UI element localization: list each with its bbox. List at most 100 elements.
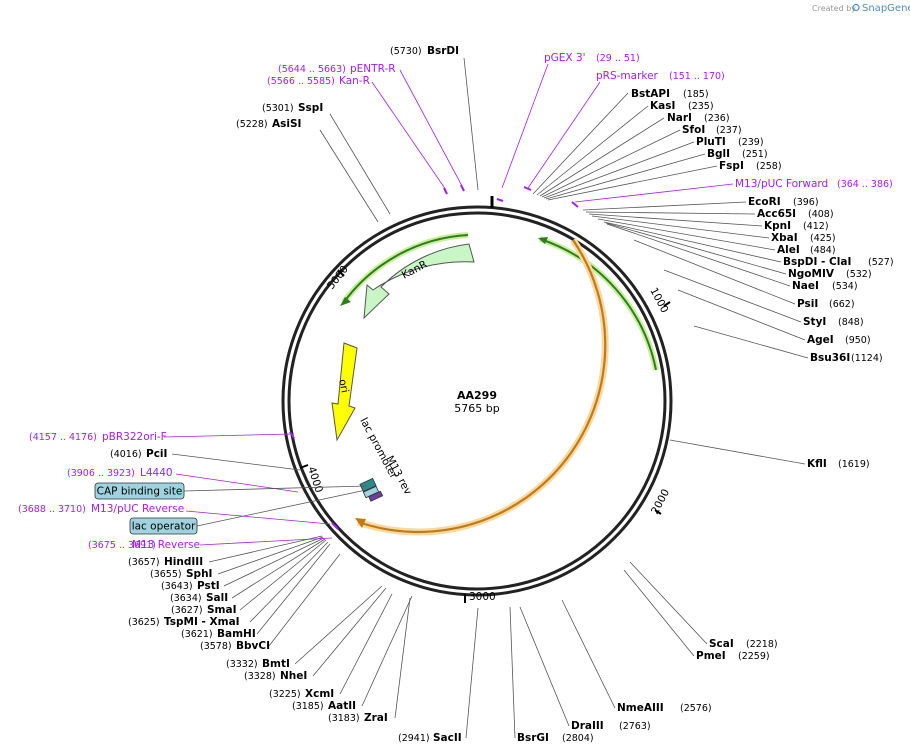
enzyme-site[interactable]: (3183)ZraI (328, 712, 388, 724)
primer-mark-pgex (496, 198, 504, 202)
ori-feature-arrow[interactable] (331, 342, 358, 442)
primer-leader-0 (399, 69, 463, 187)
enzyme-site[interactable]: (532)NgoMIV (788, 268, 872, 280)
enzyme-site[interactable]: (237)SfoI (682, 124, 742, 136)
enzyme-leader-19 (663, 269, 802, 323)
enzyme-name: NheI (280, 670, 307, 682)
primer-mark-pentr-r (443, 187, 448, 195)
enzyme-site[interactable]: (412)KpnI (764, 220, 829, 232)
primer-range: (3675 .. 3691) (88, 540, 156, 551)
enzyme-leader-27 (509, 606, 516, 739)
enzyme-name: EcoRI (748, 196, 781, 208)
enzyme-site[interactable]: (3185)AatII (292, 700, 356, 712)
primer-site[interactable]: (4157 .. 4176)pBR322ori-F (29, 431, 167, 443)
primer-site[interactable]: (5566 .. 5585)Kan-R (267, 75, 370, 87)
enzyme-leader-8 (545, 153, 706, 200)
enzyme-name: FspI (719, 160, 744, 172)
enzyme-position: (3627) (171, 605, 203, 616)
enzyme-name: KflI (807, 458, 827, 470)
lac-promoter-feature[interactable] (359, 477, 377, 493)
enzyme-site[interactable]: (2804)BsrGI (517, 732, 594, 744)
enzyme-leader-11 (585, 211, 756, 215)
enzyme-site[interactable]: (2576)NmeAIII (617, 702, 712, 714)
enzyme-site[interactable]: (3578)BbvCI (200, 640, 270, 652)
enzyme-site[interactable]: (534)NaeI (792, 280, 858, 292)
tick-1000 (663, 301, 671, 307)
m13-rev-feature[interactable] (368, 490, 384, 502)
orange-arc-glow (356, 238, 609, 536)
backbone-outer-strand (281, 205, 673, 597)
primer-site[interactable]: (5644 .. 5663)pENTR-R (278, 63, 396, 75)
primer-site[interactable]: (151 .. 170)pRS-marker (596, 70, 725, 82)
enzyme-leader-21 (693, 325, 809, 359)
enzyme-position: (3634) (170, 593, 202, 604)
enzyme-position: (239) (738, 137, 764, 148)
enzyme-site[interactable]: (527)BspDI - ClaI (783, 256, 894, 268)
enzyme-site[interactable]: (3627)SmaI (171, 604, 237, 616)
enzyme-site[interactable]: (251)BglI (707, 148, 768, 160)
enzyme-name: BglI (707, 148, 730, 160)
enzyme-site[interactable]: (484)AleI (777, 244, 836, 256)
primer-site[interactable]: (3688 .. 3710)M13/pUC Reverse (18, 503, 184, 515)
primer-mark-m13-rev (331, 522, 339, 530)
enzyme-name: PciI (146, 448, 167, 460)
enzyme-position: (1619) (838, 459, 870, 470)
enzyme-site[interactable]: (950)AgeI (807, 334, 871, 346)
feature-box (129, 517, 198, 535)
enzyme-site[interactable]: (1619) KflI (807, 458, 870, 470)
enzyme-site[interactable]: (425)XbaI (771, 232, 836, 244)
enzyme-site[interactable]: (396) EcoRI (748, 196, 819, 208)
enzyme-site[interactable]: (4016)PciI (110, 448, 167, 460)
enzyme-position: (3185) (292, 701, 324, 712)
primer-leader-6 (175, 473, 299, 493)
enzyme-site[interactable]: (5730)BsrDI (390, 45, 459, 57)
enzyme-site[interactable]: (3328)NheI (244, 670, 307, 682)
primer-site[interactable]: (364 .. 386)M13/pUC Forward (735, 178, 893, 190)
primer-site[interactable]: (29 .. 51)pGEX 3' (544, 52, 640, 64)
enzyme-site[interactable]: (1124)Bsu36I (810, 352, 883, 364)
kanr-arc (343, 234, 469, 303)
enzyme-site[interactable]: (3332)BmtI (226, 658, 290, 670)
enzyme-site[interactable]: (5228)AsiSI (236, 118, 301, 130)
enzyme-site[interactable]: (3655)SphI (150, 568, 212, 580)
enzyme-site[interactable]: (662)PsiI (797, 298, 855, 310)
enzyme-site[interactable]: (5301)SspI (262, 102, 323, 114)
enzyme-site[interactable]: (235)KasI (650, 100, 714, 112)
enzyme-site[interactable]: (3643)PstI (161, 580, 220, 592)
primer-site[interactable]: (3906 .. 3923)L4440 (67, 467, 173, 479)
enzyme-site[interactable]: (3625)TspMI - XmaI (128, 616, 240, 628)
enzyme-position: (3183) (328, 713, 360, 724)
primer-site[interactable]: (3675 .. 3691)M13 Reverse (88, 539, 200, 551)
enzyme-site[interactable]: (2763)DraIII (571, 720, 651, 732)
primer-range: (151 .. 170) (669, 71, 725, 82)
cap-binding-site-feature[interactable]: CAP binding site (94, 482, 185, 500)
enzyme-position: (3225) (269, 689, 301, 700)
enzyme-leader-40 (217, 536, 324, 575)
lac-operator-feature-label[interactable]: lac operator (129, 517, 198, 535)
enzyme-site[interactable]: (2218)ScaI (709, 638, 778, 650)
enzyme-site[interactable]: (258)FspI (719, 160, 782, 172)
primer-name: M13 Reverse (132, 539, 200, 551)
enzyme-leader-9 (547, 165, 718, 201)
enzyme-site[interactable]: (848)StyI (803, 316, 864, 328)
enzyme-leader-1 (329, 113, 391, 215)
enzyme-site[interactable]: (3621)BamHI (181, 628, 256, 640)
enzyme-site[interactable]: (3657)HindIII (128, 556, 203, 568)
enzyme-leader-24 (623, 569, 695, 657)
enzyme-site[interactable]: (408)Acc65I (757, 208, 834, 220)
enzyme-site[interactable]: (185)BstAPI (631, 88, 709, 100)
enzyme-name: PstI (197, 580, 220, 592)
enzyme-position: (396) (793, 197, 819, 208)
primer-site-marks (289, 184, 579, 530)
kanr-feature-arrow[interactable] (363, 243, 475, 320)
enzyme-site[interactable]: (3634)SalI (170, 592, 228, 604)
enzyme-site[interactable]: (3225)XcmI (269, 688, 334, 700)
enzyme-name: KasI (650, 100, 675, 112)
enzyme-site[interactable]: (236)NarI (667, 112, 730, 124)
enzyme-site[interactable]: (239)PluTI (696, 136, 764, 148)
enzyme-position: (5301) (262, 103, 294, 114)
enzyme-site[interactable]: (2941)SacII (398, 732, 462, 744)
enzyme-leader-26 (519, 606, 570, 727)
enzyme-name: DraIII (571, 720, 604, 732)
enzyme-site[interactable]: (2259)PmeI (696, 650, 770, 662)
